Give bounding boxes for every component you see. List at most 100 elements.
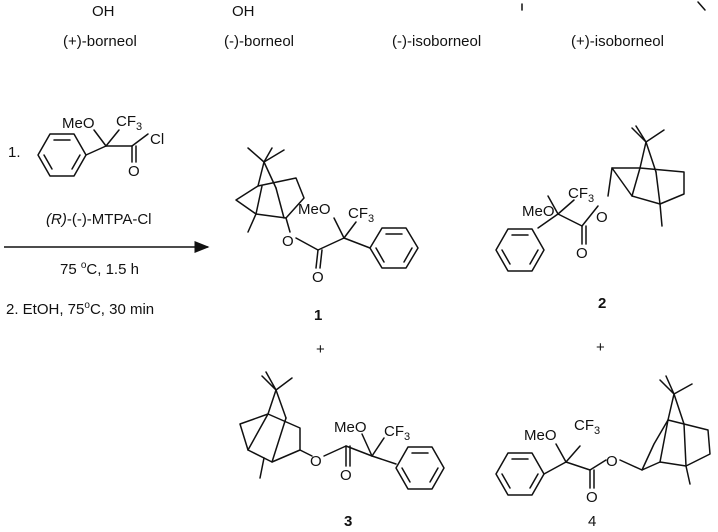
p4-gem-dimethyl [659, 375, 693, 395]
p3-c-cf3 [371, 437, 385, 457]
p3-gem-dimethyl [261, 371, 293, 391]
p1-methyl [247, 213, 257, 233]
p4-carbonyl-double [589, 469, 595, 489]
product-1: MeO CF3 O O 1 [235, 147, 419, 324]
product-label-1: 1 [314, 307, 322, 324]
bond-carbonyl-double [131, 145, 137, 163]
p2-phenyl-ring [495, 228, 545, 272]
p2-carbonyl-double [581, 225, 587, 245]
p1-c-phenyl [343, 237, 371, 249]
p4-ester-o: O [606, 453, 618, 470]
p3-ring-bridges [247, 413, 287, 463]
p2-ester-o: O [596, 209, 608, 226]
p2-ring [611, 167, 685, 205]
p1-carbonyl-double [315, 249, 323, 269]
product-3: MeO CF3 O O 3 [239, 371, 445, 530]
product-2: MeO CF3 O O 2 [495, 125, 685, 312]
p2-c-ome [547, 195, 559, 215]
name-plus-isoborneol: (+)-isoborneol [571, 33, 664, 50]
p4-c-cf3 [565, 445, 581, 463]
p2-ring-bridges [631, 167, 661, 205]
p4-c-carbonyl [565, 461, 591, 471]
bond-c-cf3 [105, 129, 120, 147]
p4-ring [641, 419, 711, 471]
reagent-cf3: CF3 [116, 113, 142, 133]
p1-c-ome [333, 217, 345, 239]
p2-c-cf3 [557, 199, 575, 215]
p1-c-cf3 [343, 221, 357, 239]
oh-label-2: OH [232, 3, 255, 20]
reagent-carbonyl-o: O [128, 163, 140, 180]
reagent-step2: 2. EtOH, 75oC, 30 min [6, 300, 154, 318]
p1-gem-dimethyl [247, 147, 285, 163]
p3-c-phenyl [371, 455, 397, 465]
p1-o-carbonyl [295, 237, 319, 251]
p2-phenyl-inner [501, 234, 539, 265]
p4-o-ch2 [619, 459, 643, 471]
p1-c-o [285, 217, 291, 233]
p3-ester-o: O [310, 453, 322, 470]
product-4: MeO CF3 O O 4 [495, 375, 711, 530]
reagent-name: (R)-(-)-MTPA-Cl [46, 211, 152, 228]
p4-phenyl-inner [501, 458, 539, 489]
p3-bridge [267, 389, 287, 419]
name-plus-borneol: (+)-borneol [63, 33, 137, 50]
bond-ring-c [85, 145, 107, 156]
oh-label-1: OH [92, 3, 115, 20]
p3-carbonyl-o: O [340, 467, 352, 484]
p3-methoxy: MeO [334, 419, 367, 436]
bond-c-o [93, 129, 107, 147]
cropped-bond-2 [697, 1, 706, 11]
p3-phenyl-inner [401, 452, 439, 483]
p2-methoxy: MeO [522, 203, 555, 220]
p3-c-ome [361, 433, 373, 457]
p2-cf3: CF3 [568, 185, 594, 205]
p4-bridge [667, 393, 685, 425]
name-minus-isoborneol: (-)-isoborneol [392, 33, 481, 50]
p1-phenyl-ring [369, 227, 419, 269]
p1-phenyl-inner [375, 233, 413, 263]
step1-number: 1. [8, 144, 21, 161]
p1-cf3: CF3 [348, 205, 374, 225]
p3-ring [239, 413, 301, 463]
product-label-2: 2 [598, 295, 606, 312]
p1-carbonyl-o: O [312, 269, 324, 286]
p3-carbonyl-double [345, 445, 351, 467]
p4-methyl [685, 465, 691, 485]
p3-c-o [299, 449, 313, 457]
p4-ring-bridges [659, 419, 687, 467]
bond-carbonyl-cl [131, 133, 149, 147]
p1-ester-o: O [282, 233, 294, 250]
p3-cf3: CF3 [384, 423, 410, 443]
p2-bridge [639, 141, 657, 173]
p2-methyl [659, 203, 663, 227]
p4-c-ome [555, 443, 567, 463]
name-minus-borneol: (-)-borneol [224, 33, 294, 50]
p2-gem-dimethyl [631, 125, 665, 143]
plus-sign-right: + [596, 339, 605, 356]
p1-carbonyl-c [317, 237, 345, 251]
p1-ring [235, 177, 305, 219]
p1-methoxy: MeO [298, 201, 331, 218]
reagent-conditions-step1: 75 oC, 1.5 h [60, 260, 139, 278]
p3-methyl [259, 457, 265, 479]
p1-bridge [257, 161, 277, 189]
p2-c-o [607, 167, 613, 197]
p2-o-carbonyl [581, 205, 599, 227]
p4-methoxy: MeO [524, 427, 557, 444]
reagent-phenyl-inner [43, 139, 81, 170]
p2-carbonyl-o: O [576, 245, 588, 262]
product-label-4: 4 [588, 513, 596, 530]
p4-carbonyl-o [589, 459, 607, 471]
top-row: OH OH (+)-borneol (-)-borneol (-)-isobor… [63, 1, 706, 50]
product-label-3: 3 [344, 513, 352, 530]
p3-carbonyl-c [345, 445, 373, 457]
p2-c-phenyl [537, 213, 559, 229]
p2-carbonyl-c [557, 213, 583, 227]
p4-phenyl-c [543, 461, 567, 475]
p3-o-carbonyl [323, 445, 347, 457]
reagent-methoxy: MeO [62, 115, 95, 132]
p3-phenyl-ring [395, 446, 445, 490]
reagent-chloro: Cl [150, 131, 164, 148]
